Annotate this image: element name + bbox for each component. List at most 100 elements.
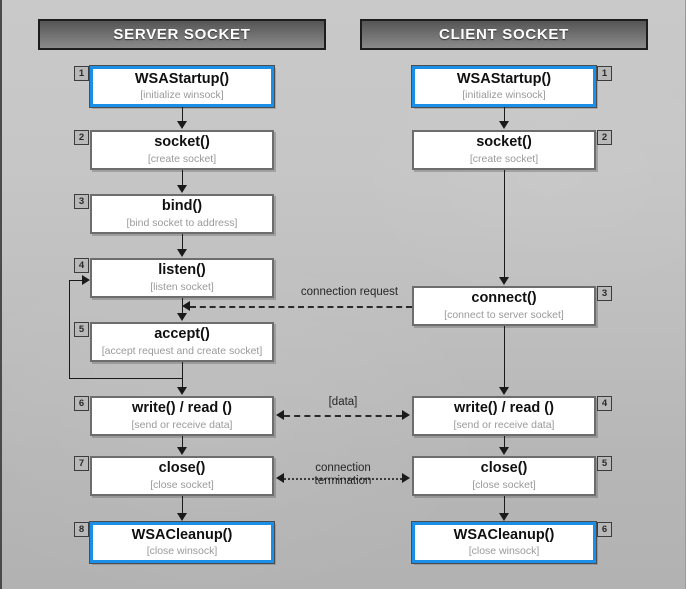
server-node-socket[interactable]: socket() [create socket]: [90, 130, 274, 170]
client-node-wsastartup-title: WSAStartup(): [456, 70, 552, 87]
connection-termination-label: connection termination: [283, 462, 403, 488]
connection-request-line: [190, 306, 412, 308]
server-node-wsacleanup-title: WSACleanup(): [131, 526, 233, 543]
server-connector-6-7: [182, 436, 183, 448]
client-arrow-1-2: [499, 121, 509, 129]
client-banner: CLIENT SOCKET: [360, 19, 648, 50]
client-step-tag-1: 1: [597, 66, 612, 81]
server-arrow-2-3: [177, 185, 187, 193]
client-node-write-read-title: write() / read (): [454, 400, 554, 417]
server-arrow-5-6: [177, 387, 187, 395]
server-step-tag-3: 3: [74, 194, 89, 209]
client-step-tag-1-text: 1: [601, 67, 608, 79]
server-node-write-read[interactable]: write() / read () [send or receive data]: [90, 396, 274, 436]
server-node-wsastartup-sub: [initialize winsock]: [140, 89, 224, 102]
client-node-connect-title: connect(): [471, 290, 537, 307]
server-arrow-6-7: [177, 447, 187, 455]
client-step-tag-3-text: 3: [601, 287, 608, 299]
client-step-tag-3: 3: [597, 286, 612, 301]
server-step-tag-1: 1: [74, 66, 89, 81]
server-node-write-read-sub: [send or receive data]: [131, 418, 233, 431]
client-step-tag-5: 5: [597, 456, 612, 471]
connection-termination-arrowhead-left: [276, 473, 284, 483]
data-exchange-arrowhead-right: [402, 410, 410, 420]
client-node-close[interactable]: close() [close socket]: [412, 456, 596, 496]
server-node-accept-title: accept(): [154, 326, 210, 343]
server-step-tag-6: 6: [74, 396, 89, 411]
client-node-socket-sub: [create socket]: [469, 152, 539, 165]
loop-back-vertical-segment: [69, 280, 70, 379]
server-connector-3-4: [182, 234, 183, 250]
server-step-tag-5: 5: [74, 322, 89, 337]
server-node-close-sub: [close socket]: [150, 478, 214, 491]
server-node-bind-title: bind(): [161, 198, 203, 215]
client-banner-label: CLIENT SOCKET: [439, 26, 569, 43]
server-step-tag-3-text: 3: [78, 195, 85, 207]
server-node-listen-sub: [listen socket]: [150, 280, 214, 293]
client-connector-1-2: [504, 107, 505, 122]
server-step-tag-4-text: 4: [78, 259, 85, 271]
client-node-wsacleanup-sub: [close winsock]: [468, 545, 540, 558]
server-node-accept[interactable]: accept() [accept request and create sock…: [90, 322, 274, 362]
client-step-tag-2: 2: [597, 130, 612, 145]
server-step-tag-5-text: 5: [78, 323, 85, 335]
connection-termination-line: [284, 478, 402, 480]
server-node-wsacleanup[interactable]: WSACleanup() [close winsock]: [89, 521, 275, 564]
server-arrow-4-5: [177, 313, 187, 321]
connection-request-arrowhead: [182, 301, 190, 311]
server-node-bind[interactable]: bind() [bind socket to address]: [90, 194, 274, 234]
server-step-tag-2: 2: [74, 130, 89, 145]
client-connector-2-3: [504, 170, 505, 277]
server-node-write-read-title: write() / read (): [132, 400, 232, 417]
connection-request-label: connection request: [287, 286, 412, 299]
data-exchange-arrowhead-left: [276, 410, 284, 420]
server-connector-7-8: [182, 496, 183, 514]
client-connector-3-4: [504, 326, 505, 387]
client-node-wsastartup-sub: [initialize winsock]: [462, 89, 546, 102]
client-node-close-sub: [close socket]: [472, 478, 536, 491]
server-node-close-title: close(): [158, 460, 206, 477]
server-arrow-1-2: [177, 121, 187, 129]
client-step-tag-6: 6: [597, 522, 612, 537]
server-arrow-7-8: [177, 513, 187, 521]
client-node-close-title: close(): [480, 460, 528, 477]
server-banner-label: SERVER SOCKET: [113, 26, 251, 43]
client-step-tag-6-text: 6: [601, 523, 608, 535]
connection-termination-label-line2: termination: [314, 474, 372, 487]
client-step-tag-5-text: 5: [601, 457, 608, 469]
connection-termination-label-line1: connection: [315, 462, 371, 474]
server-node-socket-title: socket(): [154, 134, 210, 151]
server-node-bind-sub: [bind socket to address]: [126, 216, 238, 229]
client-step-tag-4: 4: [597, 396, 612, 411]
data-exchange-line: [284, 415, 402, 417]
server-step-tag-7-text: 7: [78, 457, 85, 469]
server-step-tag-6-text: 6: [78, 397, 85, 409]
server-step-tag-8-text: 8: [78, 523, 85, 535]
server-node-listen[interactable]: listen() [listen socket]: [90, 258, 274, 298]
client-arrow-3-4: [499, 387, 509, 395]
client-node-connect[interactable]: connect() [connect to server socket]: [412, 286, 596, 326]
client-node-write-read[interactable]: write() / read () [send or receive data]: [412, 396, 596, 436]
client-node-write-read-sub: [send or receive data]: [453, 418, 555, 431]
server-node-close[interactable]: close() [close socket]: [90, 456, 274, 496]
server-node-wsacleanup-sub: [close winsock]: [146, 545, 218, 558]
client-node-socket[interactable]: socket() [create socket]: [412, 130, 596, 170]
server-node-listen-title: listen(): [158, 262, 206, 279]
client-node-wsacleanup[interactable]: WSACleanup() [close winsock]: [411, 521, 597, 564]
client-connector-4-5: [504, 436, 505, 448]
server-node-wsastartup[interactable]: WSAStartup() [initialize winsock]: [89, 65, 275, 108]
client-node-wsacleanup-title: WSACleanup(): [453, 526, 555, 543]
client-node-wsastartup[interactable]: WSAStartup() [initialize winsock]: [411, 65, 597, 108]
connection-termination-arrowhead-right: [402, 473, 410, 483]
loop-back-bottom-segment: [69, 378, 183, 379]
server-step-tag-2-text: 2: [78, 131, 85, 143]
server-connector-2-3: [182, 170, 183, 186]
server-banner: SERVER SOCKET: [38, 19, 326, 50]
data-exchange-label: [data]: [283, 396, 403, 409]
connection-request-label-text: connection request: [300, 286, 399, 298]
server-connector-1-2: [182, 107, 183, 122]
server-node-socket-sub: [create socket]: [147, 152, 217, 165]
server-node-wsastartup-title: WSAStartup(): [134, 70, 230, 87]
loop-back-top-segment: [69, 280, 83, 281]
